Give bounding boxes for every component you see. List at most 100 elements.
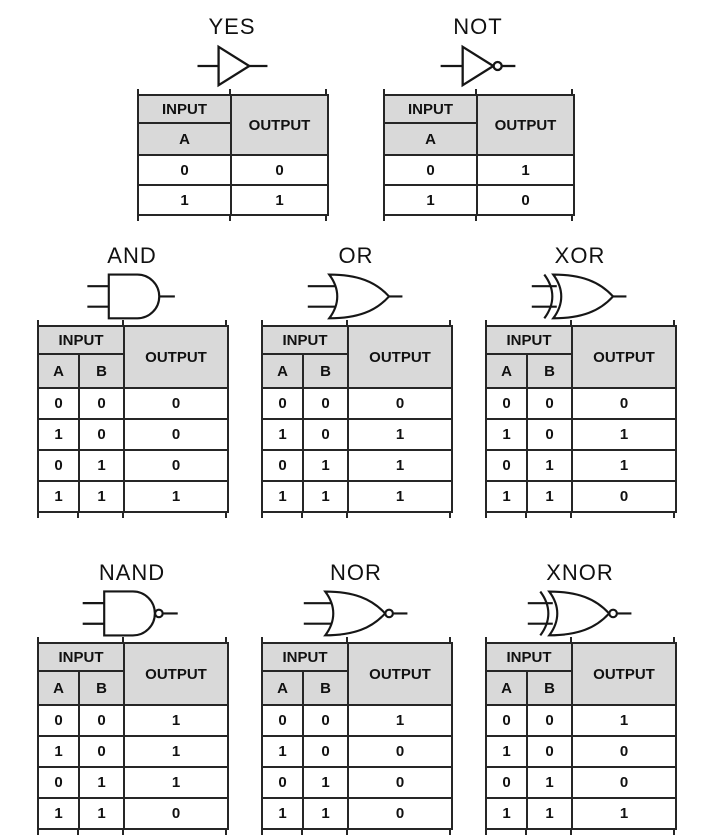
table-header-row: INPUT OUTPUT [485,642,677,706]
border-tick [449,830,451,835]
truth-cell: 1 [571,704,677,737]
border-tick [571,89,573,94]
border-tick [570,513,572,518]
input-col-a: A [261,353,304,389]
input-col-a: A [37,353,80,389]
truth-cell: 1 [485,480,528,513]
gate-block-nor: NOR INPUT OUTPUT [261,559,453,835]
truth-cell: 0 [230,154,329,186]
border-tick [673,637,675,642]
input-header: INPUT [485,325,573,355]
truth-cell: 1 [302,797,349,830]
input-header: INPUT [37,325,125,355]
truth-cell: 1 [37,735,80,768]
border-tick [261,513,263,518]
gate-block-nand: NAND INPUT OUTPUT [37,559,229,835]
border-tick [673,830,675,835]
gate-block-xnor: XNOR INPUT OUTPUT [485,559,677,835]
truth-cell: 1 [78,480,125,513]
and-gate-icon [82,270,182,322]
truth-cell: 1 [302,766,349,799]
border-tick [229,216,231,221]
input-col-a: A [485,670,528,706]
truth-cell: 1 [78,797,125,830]
border-tick [37,320,39,325]
truth-cell: 1 [302,480,349,513]
nand-gate-icon [79,587,185,639]
gate-block-xor: XOR INPUT OUTPUT [485,242,677,518]
gate-row-1: YES INPUT OUTPUT A [0,0,706,221]
truth-cell: 0 [78,704,125,737]
truth-cell: 0 [347,766,453,799]
truth-cell: 0 [137,154,232,186]
truth-cell: 1 [123,704,229,737]
not-gate-icon [432,41,524,91]
truth-cell: 1 [347,418,453,451]
border-tick [325,216,327,221]
truth-cell: 0 [123,418,229,451]
truth-cell: 0 [571,387,677,420]
gate-block-and: AND INPUT OUTPUT A [37,242,229,518]
border-tick [225,830,227,835]
xor-gate-icon [530,270,630,322]
truth-cell: 0 [571,480,677,513]
truth-cell: 0 [37,766,80,799]
gate-title: XOR [554,243,606,268]
output-header: OUTPUT [476,94,575,156]
truth-cell: 0 [123,797,229,830]
border-tick [673,320,675,325]
truth-cell: 0 [261,449,304,482]
border-tick [225,637,227,642]
input-header: INPUT [383,94,478,124]
table-header-row: INPUT OUTPUT [37,325,229,389]
truth-cell: 1 [78,766,125,799]
truth-cell: 0 [261,387,304,420]
input-col-a: A [37,670,80,706]
border-tick [229,89,231,94]
input-header: INPUT [485,642,573,672]
truth-cell: 0 [78,735,125,768]
truth-cell: 1 [571,449,677,482]
xnor-gate-icon [526,587,635,639]
gate-title: OR [338,243,374,268]
table-subheader-row: A B [485,353,676,389]
table-header-row: INPUT OUTPUT [261,642,453,706]
nor-gate-icon [302,587,411,639]
truth-cell: 0 [347,735,453,768]
truth-cell: 0 [526,735,573,768]
buffer-gate-icon [186,41,278,91]
truth-cell: 0 [302,704,349,737]
truth-cell: 0 [485,449,528,482]
gate-block-or: OR INPUT OUTPUT A [261,242,453,518]
truth-cell: 0 [302,418,349,451]
truth-cell: 1 [123,766,229,799]
truth-cell: 1 [526,449,573,482]
truth-cell: 1 [261,418,304,451]
truth-cell: 0 [347,387,453,420]
truth-cell: 1 [526,766,573,799]
input-col-b: B [302,670,349,706]
input-col-b: B [78,353,125,389]
truth-cell: 0 [37,704,80,737]
input-col-b: B [526,670,573,706]
table-subheader-row: A [137,122,328,156]
